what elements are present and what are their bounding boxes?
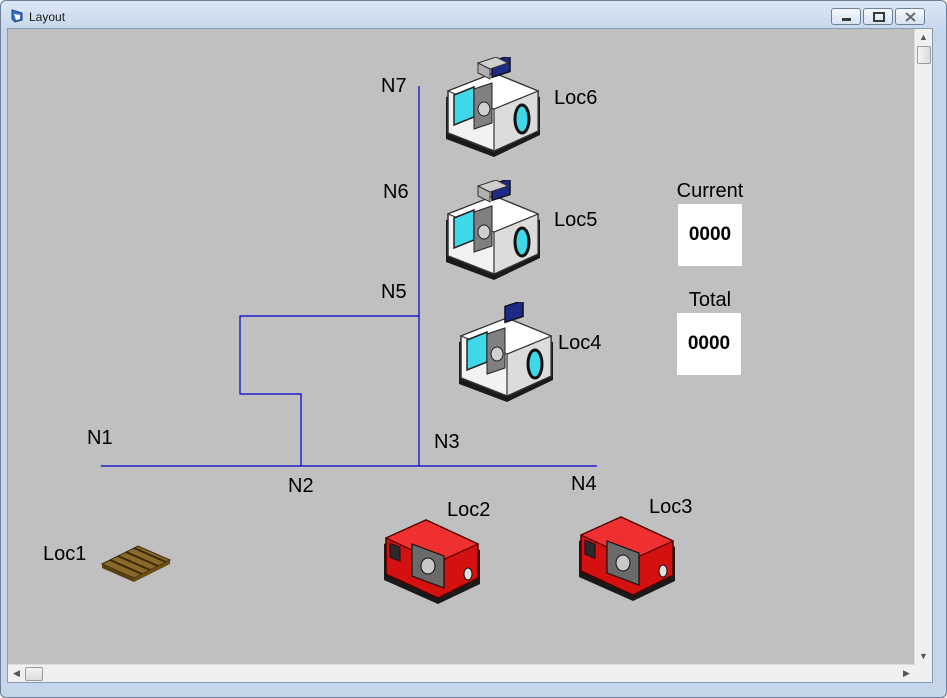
horizontal-scrollbar[interactable]: ◀ ▶ — [8, 664, 915, 682]
scrollbar-corner — [915, 665, 932, 682]
minimize-button[interactable] — [831, 8, 861, 25]
vertical-scroll-thumb[interactable] — [917, 46, 931, 64]
location-label-loc2: Loc2 — [447, 499, 491, 521]
node-label-n1: N1 — [87, 427, 113, 449]
pallet-icon[interactable] — [100, 542, 172, 582]
restore-icon — [873, 12, 885, 22]
location-label-loc6: Loc6 — [554, 87, 598, 109]
network-paths — [101, 86, 597, 467]
scroll-right-icon[interactable]: ▶ — [903, 668, 910, 678]
app-icon — [11, 9, 23, 23]
horizontal-scroll-thumb[interactable] — [25, 667, 43, 681]
node-label-n2: N2 — [288, 475, 314, 497]
cnc-machine-loc5[interactable] — [444, 180, 544, 286]
node-label-n6: N6 — [383, 181, 409, 203]
minimize-icon — [842, 18, 851, 21]
current-counter-value: 0000 — [678, 204, 742, 266]
location-label-loc4: Loc4 — [558, 332, 602, 354]
scroll-down-icon[interactable]: ▼ — [919, 651, 928, 661]
cnc-machine-loc4[interactable] — [457, 302, 557, 408]
close-button[interactable] — [895, 8, 925, 25]
location-label-loc3: Loc3 — [649, 496, 693, 518]
close-icon — [905, 12, 916, 22]
total-counter-label: Total — [688, 289, 732, 311]
node-label-n4: N4 — [571, 473, 597, 495]
scroll-left-icon[interactable]: ◀ — [13, 668, 20, 678]
location-label-loc1: Loc1 — [43, 543, 87, 565]
total-counter-value: 0000 — [677, 313, 741, 375]
cnc-machine-loc3[interactable] — [577, 511, 677, 603]
restore-button[interactable] — [863, 8, 893, 25]
scroll-up-icon[interactable]: ▲ — [919, 32, 928, 42]
cnc-machine-loc6[interactable] — [444, 57, 544, 163]
path-segment-loop — [239, 315, 419, 466]
current-counter-label: Current — [676, 180, 744, 202]
layout-canvas[interactable]: N1 N2 N3 N4 N5 N6 N7 Loc6 Loc5 Loc4 Loc2… — [7, 28, 933, 683]
node-label-n5: N5 — [381, 281, 407, 303]
window-title: Layout — [29, 10, 66, 24]
cnc-machine-loc2[interactable] — [382, 514, 482, 606]
node-label-n3: N3 — [434, 431, 460, 453]
location-label-loc5: Loc5 — [554, 209, 598, 231]
vertical-scrollbar[interactable]: ▲ ▼ — [914, 29, 932, 665]
node-label-n7: N7 — [381, 75, 407, 97]
title-bar[interactable]: Layout — [1, 1, 946, 29]
